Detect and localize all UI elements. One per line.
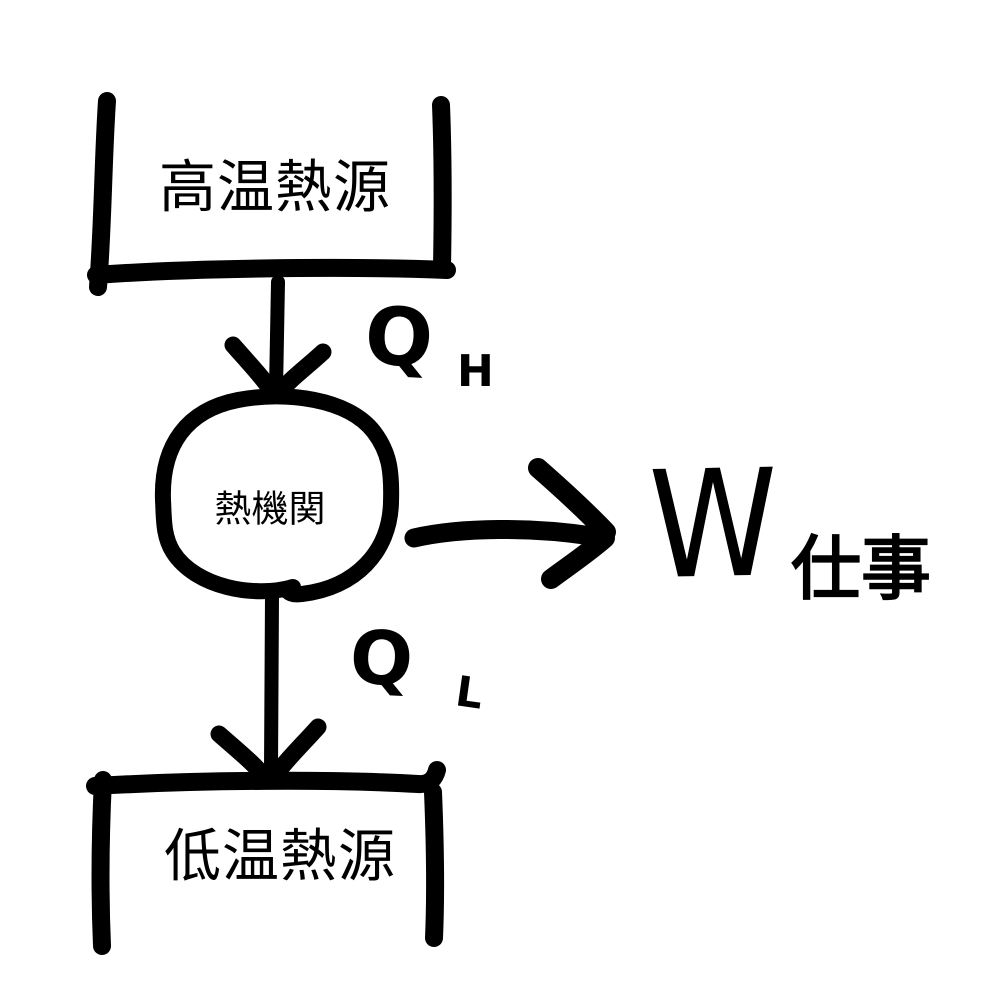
ql-label: Q L	[347, 614, 510, 727]
hot-box-bottom-stroke	[87, 258, 456, 284]
ql-arrow-shaft	[264, 589, 279, 777]
qh-label: Q H	[362, 289, 515, 413]
ql-arrow	[210, 589, 327, 789]
hot-reservoir-label: 高温熱源	[159, 154, 391, 221]
hot-reservoir-box	[87, 92, 456, 296]
qh-arrow-shaft	[269, 275, 285, 397]
cold-box-top-stroke	[86, 761, 446, 795]
work-arrow-shaft	[404, 520, 602, 548]
qh-symbol: Q	[362, 289, 436, 386]
work-subscript: 仕事	[791, 528, 931, 610]
work-symbol: W	[647, 437, 780, 612]
qh-arrow	[224, 275, 332, 403]
cold-reservoir-box	[86, 761, 446, 955]
cold-box-right-stroke	[424, 783, 445, 947]
ql-symbol: Q	[347, 614, 416, 704]
qh-arrowhead-right-stroke	[269, 343, 332, 403]
hot-box-right-stroke	[432, 96, 452, 276]
engine-circle	[154, 388, 400, 603]
work-arrowhead-upper-stroke	[528, 458, 616, 542]
engine-label: 熱機関	[214, 487, 326, 531]
cold-reservoir-label: 低温熱源	[164, 823, 396, 890]
work-arrowhead-lower-stroke	[541, 528, 615, 589]
ql-subscript: L	[452, 666, 487, 719]
hot-box-left-stroke	[89, 92, 116, 296]
cold-box-left-stroke	[91, 771, 112, 955]
qh-arrowhead-left-stroke	[224, 336, 282, 402]
qh-subscript: H	[457, 346, 494, 397]
work-arrow	[404, 458, 616, 589]
work-label: W 仕事	[647, 437, 968, 632]
